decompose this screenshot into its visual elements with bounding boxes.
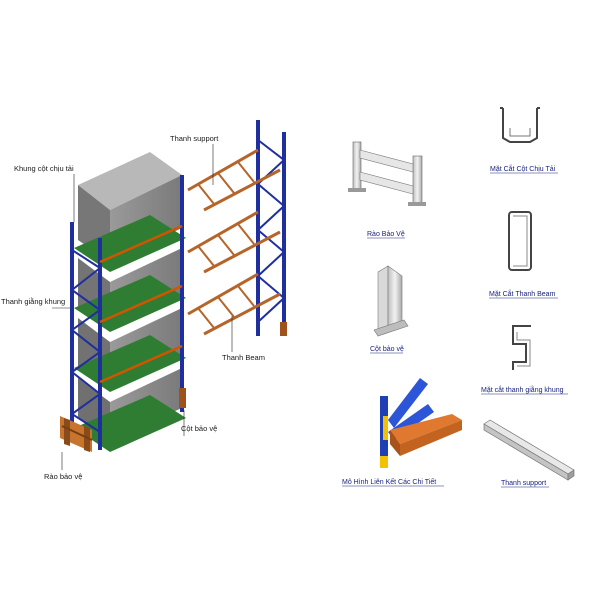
caption-guard-rail: Rào Bảo Vệ: [367, 231, 405, 238]
caption-upright-section: Mặt Cắt Cột Chịu Tải: [490, 164, 556, 173]
caption-connection-model: Mô Hình Liên Kết Các Chi Tiết: [342, 477, 436, 486]
label-frame-bracing: Thanh giằng khung: [1, 297, 65, 306]
leader-lines: [52, 144, 233, 470]
connection-model: [380, 378, 462, 468]
upright-frame: [70, 175, 184, 450]
label-guard-rail: Rào bảo vệ: [44, 472, 82, 481]
label-beam: Thanh Beam: [222, 353, 265, 362]
caption-underlines: [342, 172, 568, 488]
empty-rack: [187, 120, 287, 336]
caption-beam-section: Mặt Cắt Thanh Beam: [489, 289, 556, 298]
label-upright-frame: Khung cột chịu tải: [14, 164, 74, 173]
part-guard-rail: [348, 141, 426, 206]
part-column-guard: [373, 265, 409, 337]
front-beams: [99, 224, 183, 384]
caption-bracing-section: Mặt cắt thanh giằng khung: [481, 385, 564, 394]
loaded-rack: [60, 152, 186, 452]
caption-column-guard: Cột bảo vệ: [370, 346, 404, 353]
column-guard-main: [179, 388, 186, 408]
support-bars: [197, 161, 255, 329]
guard-rail-main: [60, 416, 93, 452]
caption-support-bar: Thanh support: [501, 480, 546, 487]
label-column-guard: Cột bảo vệ: [181, 424, 217, 433]
part-support-bar: [483, 419, 575, 481]
bracing-section-profile: [512, 325, 531, 370]
beam-section-profile: [508, 211, 532, 271]
upright-section-profile: [500, 107, 540, 143]
label-support-bar: Thanh support: [170, 134, 219, 143]
empty-rack-beams: [187, 148, 281, 336]
